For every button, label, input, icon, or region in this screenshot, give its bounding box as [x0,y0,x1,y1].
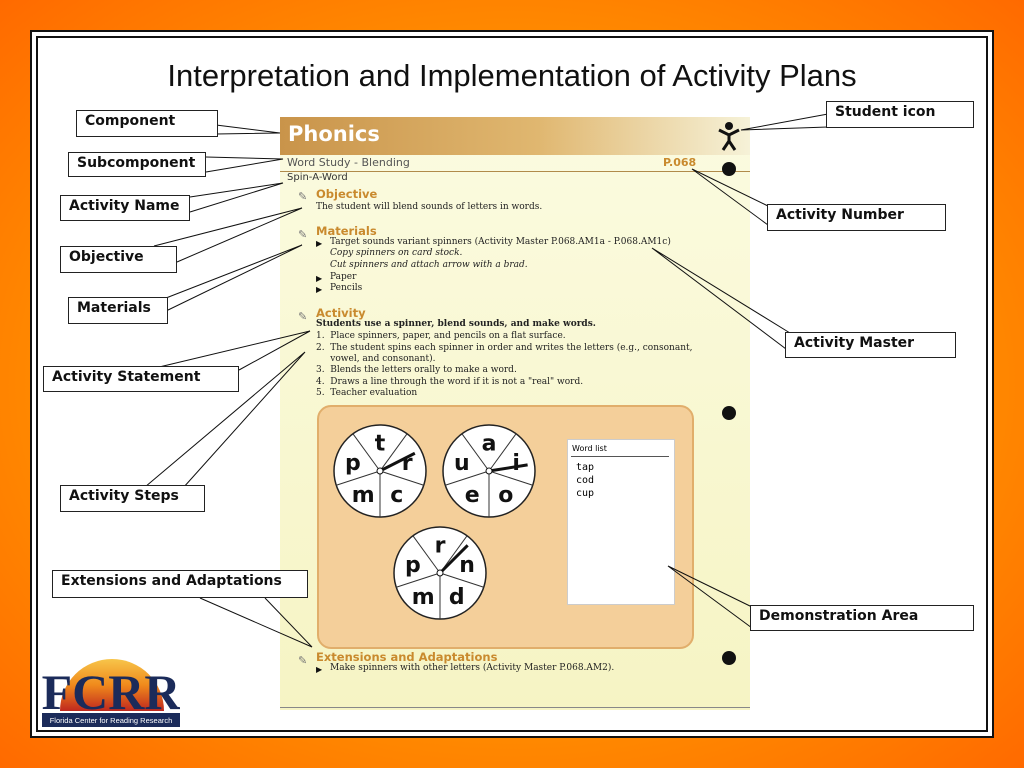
fcrr-logo-text: FCRR [42,664,180,720]
label-component: Component [76,110,218,137]
spinner-divider [336,470,381,486]
material-item: Pencils [330,283,363,293]
activity-step: 1. Place spinners, paper, and pencils on… [316,331,566,341]
material-note: Cut spinners and attach arrow with a bra… [330,260,528,270]
material-item: Paper [330,272,357,282]
spinner-divider [352,433,381,472]
extensions-heading: Extensions and Adaptations [316,650,498,664]
spinner-divider [396,572,441,588]
margin-dot [722,651,736,665]
word-list-card: Word list tap cod cup [567,439,675,605]
label-objective: Objective [60,246,177,273]
activity-step: 5. Teacher evaluation [316,388,418,398]
bullet-icon: ▶ [316,285,323,294]
label-extensions: Extensions and Adaptations [52,570,308,598]
page-bottom-rule [280,707,750,708]
spinner-divider [412,535,441,574]
material-item: Target sounds variant spinners (Activity… [330,237,671,247]
word-list-word: cup [576,488,595,499]
spinner-divider [379,470,424,486]
component-title: Phonics [288,122,380,146]
label-activity-steps: Activity Steps [60,485,205,512]
label-subcomponent: Subcomponent [68,152,206,177]
label-materials: Materials [68,297,168,324]
label-activity-number: Activity Number [767,204,946,231]
extensions-text: Make spinners with other letters (Activi… [330,663,615,673]
spinner-hub [376,467,384,475]
label-student-icon: Student icon [826,101,974,128]
pencil-icon: ✎ [298,655,308,667]
student-icon [718,122,740,151]
activity-plan-page: Phonics Word Study - Blending P.068 Spin… [280,117,750,710]
spinner-divider [461,433,490,472]
pencil-icon: ✎ [298,311,308,323]
spinner-letter: c [390,483,403,508]
fcrr-logo: FCRR Florida Center for Reading Research [42,651,181,729]
bullet-icon: ▶ [316,274,323,283]
bullet-icon: ▶ [316,665,323,674]
spinner-letter: r [435,533,446,558]
word-list-heading: Word list [572,444,607,453]
spinner-letter: n [459,553,475,578]
activity-step: 2. The student spins each spinner in ord… [316,343,693,353]
word-list-word: cod [576,475,595,486]
activity-name-text: Spin-A-Word [287,172,348,183]
spinner-arrow [488,463,528,473]
bullet-icon: ▶ [316,239,323,248]
spinner-letter: o [498,483,513,508]
spinner-hub [436,569,444,577]
activity-heading: Activity [316,306,366,320]
objective-text: The student will blend sounds of letters… [316,202,543,212]
spinner-letter: i [512,451,520,476]
spinner-letter: e [465,483,480,508]
objective-heading: Objective [316,187,378,201]
materials-heading: Materials [316,224,377,238]
pencil-icon: ✎ [298,229,308,241]
spinner-divider [488,433,517,472]
label-demonstration-area: Demonstration Area [750,605,974,631]
component-header: Phonics [280,117,750,155]
margin-dot [722,406,736,420]
spinner-hub [485,467,493,475]
activity-step: 4. Draws a line through the word if it i… [316,377,584,387]
spinner-letter: d [449,585,465,610]
spinner-divider [445,470,490,486]
activity-number-text: P.068 [663,156,697,169]
spinner-divider [439,572,484,588]
spinner-letter: m [352,483,375,508]
spinner-letter: u [454,451,470,476]
spinner-letter: a [482,431,497,456]
pencil-icon: ✎ [298,191,308,203]
slide-title: Interpretation and Implementation of Act… [167,58,857,93]
activity-step: 3. Blends the letters orally to make a w… [316,365,517,375]
subcomponent-row: Word Study - Blending P.068 [280,155,750,172]
spinner-arrow [438,544,469,575]
margin-dot [722,162,736,176]
word-list-word: tap [576,462,595,473]
spinner-letter: p [405,553,421,578]
spinner-arrow [379,451,416,473]
label-activity-master: Activity Master [785,332,956,358]
subcomponent-text: Word Study - Blending [287,156,410,169]
spinner-letter: t [375,431,386,456]
activity-step: vowel, and consonant). [316,354,436,364]
word-list-rule [571,456,669,457]
spinner-letter: m [412,585,435,610]
spinner-letter: p [345,451,361,476]
label-activity-statement: Activity Statement [43,366,239,392]
spinner-divider [379,433,408,472]
spinner-letter: r [402,451,413,476]
material-note: Copy spinners on card stock. [330,248,463,258]
activity-statement-text: Students use a spinner, blend sounds, an… [316,319,596,329]
spinner-divider [488,470,533,486]
fcrr-logo-caption: Florida Center for Reading Research [50,716,173,725]
label-activity-name: Activity Name [60,195,190,221]
fcrr-logo-graphic: FCRR Florida Center for Reading Research [42,659,181,727]
